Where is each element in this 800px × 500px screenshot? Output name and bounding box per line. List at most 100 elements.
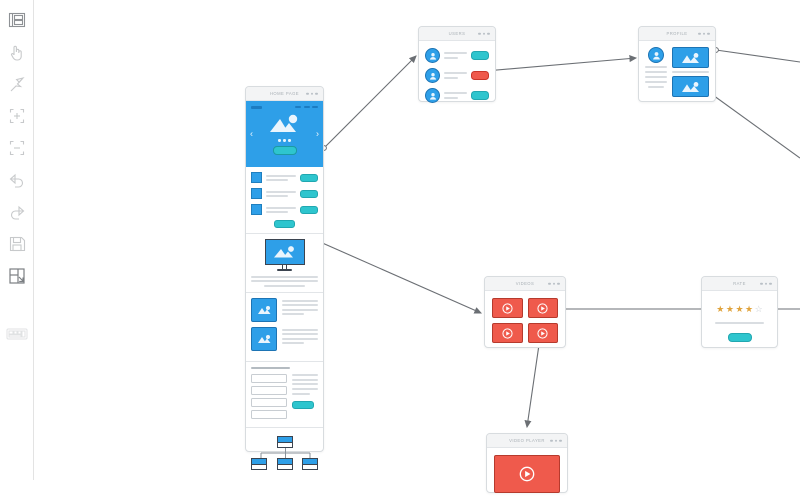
undo-icon[interactable] [5,168,29,192]
user-row[interactable] [425,88,489,103]
video-thumbnail[interactable] [527,298,558,318]
videos-grid [485,291,565,350]
card-title: USERS [448,31,466,36]
features-section [246,167,323,234]
play-icon [502,327,513,339]
user-avatar [425,88,440,103]
feature-action-button[interactable] [300,189,318,198]
form-submit-button[interactable] [292,401,314,410]
star-icon-empty[interactable]: ☆ [754,304,763,314]
form-fields[interactable] [251,374,287,422]
feature-action-button[interactable] [300,205,318,214]
article-row[interactable] [251,297,318,322]
card-title: VIDEO PLAYER [509,438,545,443]
card-rate[interactable]: RATE ★ ★ ★ ★ ☆ [701,276,778,348]
feature-row[interactable] [251,204,318,215]
image-placeholder-icon [257,305,270,314]
image-placeholder-icon [273,246,294,258]
card-titlebar: HOME PAGE [246,87,323,101]
hero-cta-button[interactable] [272,145,297,155]
video-thumbnail[interactable] [527,323,558,343]
card-title: VIDEOS [515,281,535,286]
hero-carousel-section[interactable]: ‹ › [246,101,323,167]
carousel-prev-icon[interactable]: ‹ [250,128,253,139]
star-rating[interactable]: ★ ★ ★ ★ ☆ [707,305,772,314]
form-input[interactable] [251,398,287,408]
article-thumb [251,297,277,322]
feature-row[interactable] [251,188,318,199]
card-profile[interactable]: PROFILE [638,26,716,102]
video-thumbnail[interactable] [492,323,523,343]
media-section [246,234,323,293]
user-action-button[interactable] [471,91,489,100]
star-icon-filled[interactable]: ★ [745,304,754,314]
features-footer-button[interactable] [274,220,295,228]
user-row[interactable] [425,48,489,63]
user-avatar [648,47,664,63]
window-dots-icon [550,439,562,442]
form-input[interactable] [251,410,287,420]
user-row[interactable] [425,68,489,83]
card-users[interactable]: USERS [418,26,496,103]
feature-row[interactable] [251,172,318,183]
users-list [419,41,495,110]
sitemap-section [246,428,323,475]
card-video-player[interactable]: VIDEO PLAYER [486,433,568,493]
zoom-in-icon[interactable] [5,104,29,128]
user-action-button-alert[interactable] [471,71,489,80]
connector-main-to-videos [299,231,483,314]
window-dots-icon [548,282,560,285]
sitemap-child-node[interactable] [276,458,293,471]
monitor-illustration [251,239,318,271]
form-input[interactable] [251,374,287,384]
frames-icon[interactable] [5,8,29,32]
play-icon [537,327,548,339]
star-icon-filled[interactable]: ★ [725,304,734,314]
sitemap-child-node[interactable] [251,458,267,471]
image-placeholder-icon [681,52,699,63]
card-titlebar: VIDEO PLAYER [487,434,567,448]
article-text [282,298,318,322]
arrow-pointer-icon[interactable] [5,72,29,96]
profile-left-column [645,47,667,97]
rate-submit-button[interactable] [727,333,752,342]
window-dots-icon [478,32,490,35]
connector-profile-out-top [713,47,800,63]
star-icon-filled[interactable]: ★ [735,304,744,314]
video-player-thumbnail[interactable] [494,455,560,493]
article-row[interactable] [251,326,318,351]
form-input[interactable] [251,386,287,396]
video-thumbnail[interactable] [492,298,523,318]
sitemap-root-node[interactable] [276,436,293,449]
carousel-indicator-dots[interactable] [278,139,291,142]
profile-body [639,41,715,103]
keyboard-icon[interactable] [5,322,29,346]
form-section [246,362,323,429]
hand-icon[interactable] [5,40,29,64]
card-videos[interactable]: VIDEOS [484,276,566,348]
star-icon-filled[interactable]: ★ [716,304,725,314]
feature-action-button[interactable] [300,173,318,182]
fit-to-screen-icon[interactable] [5,264,29,288]
card-title: RATE [733,281,746,286]
feature-text [266,174,296,181]
feature-text [266,190,296,197]
save-icon[interactable] [5,232,29,256]
user-action-button[interactable] [471,51,489,60]
redo-icon[interactable] [5,200,29,224]
sitemap-child-node[interactable] [302,458,318,471]
nav-menu-items[interactable] [295,106,318,109]
feature-text [266,206,296,213]
carousel-next-icon[interactable]: › [316,128,319,139]
card-titlebar: PROFILE [639,27,715,41]
left-tool-palette[interactable] [0,0,34,480]
hero-navbar [251,106,318,109]
profile-image[interactable] [672,47,709,68]
player-body [487,448,567,500]
card-home-page[interactable]: HOME PAGE ‹ › [245,86,324,471]
image-placeholder-icon [257,334,270,343]
feature-thumb [251,204,262,215]
profile-image[interactable] [672,76,709,97]
zoom-out-icon[interactable] [5,136,29,160]
